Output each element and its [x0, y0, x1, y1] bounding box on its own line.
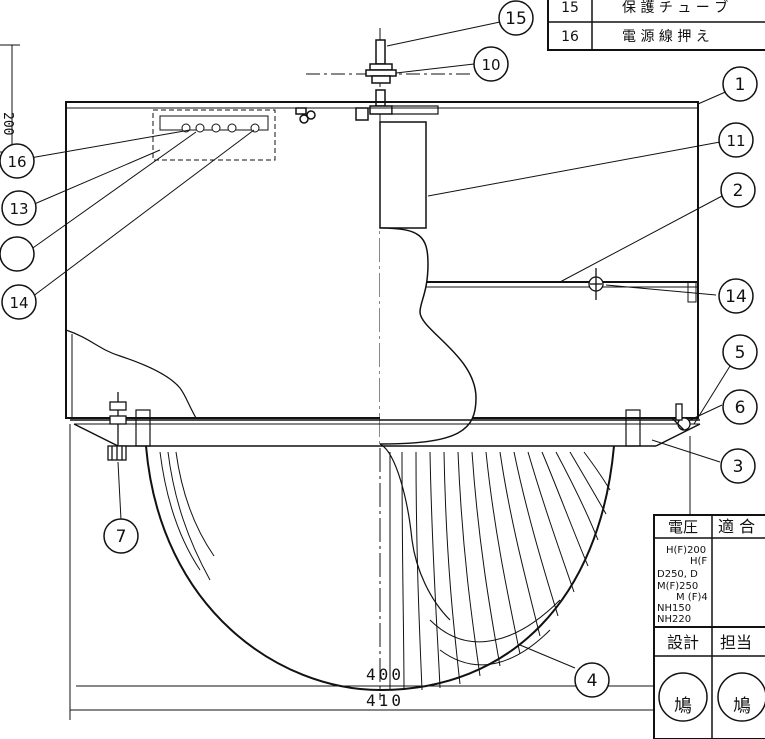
spec-line: H(F	[690, 556, 707, 567]
terminal-area-outline	[152, 109, 276, 161]
stamp-seal: 鳩	[717, 672, 765, 722]
svg-text:13: 13	[9, 200, 28, 218]
spec-line: M (F)4	[676, 592, 708, 603]
svg-text:2: 2	[733, 181, 744, 201]
spec-line: NH150	[657, 603, 691, 614]
dim-left-vertical: 200	[0, 112, 15, 135]
top-stud	[365, 39, 439, 115]
lamp-bulb	[379, 227, 477, 445]
parts-row-15-no: 15	[561, 0, 579, 16]
latch	[671, 403, 691, 431]
spec-line: H(F)200	[666, 545, 706, 556]
callout-4: 4	[574, 662, 610, 698]
spec-col-applicable: 適 合	[718, 517, 755, 536]
svg-text:14: 14	[9, 294, 28, 312]
callout-14: 14	[1, 284, 37, 320]
callout-13: 13	[1, 190, 37, 226]
svg-text:14: 14	[725, 287, 747, 307]
fixing-bolt	[107, 392, 127, 461]
callout-3: 3	[720, 448, 756, 484]
svg-text:6: 6	[735, 398, 746, 418]
leader-lines	[27, 21, 731, 669]
svg-text:鳩: 鳩	[733, 696, 751, 717]
parts-row-15-name: 保 護 チ ュ ー ブ	[622, 0, 728, 16]
callout-1: 1	[722, 66, 758, 102]
svg-text:15: 15	[505, 9, 527, 29]
bulb-lower-outline	[379, 443, 451, 621]
terminal-screws	[181, 123, 260, 133]
dim-outer-width: 410	[366, 691, 404, 710]
spec-line: NH220	[657, 614, 691, 625]
svg-text:3: 3	[733, 457, 744, 477]
svg-text:7: 7	[116, 527, 127, 547]
svg-text:16: 16	[7, 153, 26, 171]
svg-text:10: 10	[481, 56, 500, 74]
socket	[379, 121, 427, 229]
svg-text:鳩: 鳩	[674, 696, 692, 717]
reflector-plate	[420, 281, 698, 303]
callout-2: 2	[720, 172, 756, 208]
svg-text:4: 4	[587, 671, 598, 691]
stamp-seal: 鳩	[658, 672, 708, 722]
parts-row-16-name: 電 源 線 押 え	[622, 29, 710, 45]
spec-line: D250, D	[657, 569, 698, 580]
spec-col-voltage: 電圧	[668, 518, 698, 536]
callout-6: 6	[722, 389, 758, 425]
dim-inner-width: 400	[366, 665, 404, 684]
svg-text:1: 1	[735, 75, 746, 95]
callout-16	[0, 236, 35, 272]
svg-text:5: 5	[735, 343, 746, 363]
globe-ribs	[159, 451, 611, 691]
cutaway-edge	[65, 329, 197, 419]
callout-9: 15	[498, 0, 534, 36]
spec-table: 電圧 適 合 H(F)200 H(F D250, D M(F)250 M (F)…	[653, 514, 765, 636]
svg-text:11: 11	[726, 132, 745, 150]
parts-row-16-no: 16	[561, 29, 579, 45]
callout-15: 16	[0, 143, 35, 179]
callout-5: 5	[722, 334, 758, 370]
callout-8: 14	[718, 278, 754, 314]
plate-screw	[588, 268, 604, 300]
approval-block: 設計 担当 鳩 鳩	[653, 626, 765, 739]
cable-clip	[295, 107, 369, 124]
approval-person-label: 担当	[720, 633, 752, 652]
approval-design-label: 設計	[667, 633, 699, 652]
glass-globe	[145, 445, 615, 692]
parts-table: 15 保 護 チ ュ ー ブ 16 電 源 線 押 え	[547, 0, 765, 51]
callout-7: 7	[103, 518, 139, 554]
left-vertical-dimension: 200	[0, 44, 20, 153]
spec-line: M(F)250	[657, 581, 698, 592]
callout-10: 10	[473, 46, 509, 82]
callout-11: 11	[718, 122, 754, 158]
